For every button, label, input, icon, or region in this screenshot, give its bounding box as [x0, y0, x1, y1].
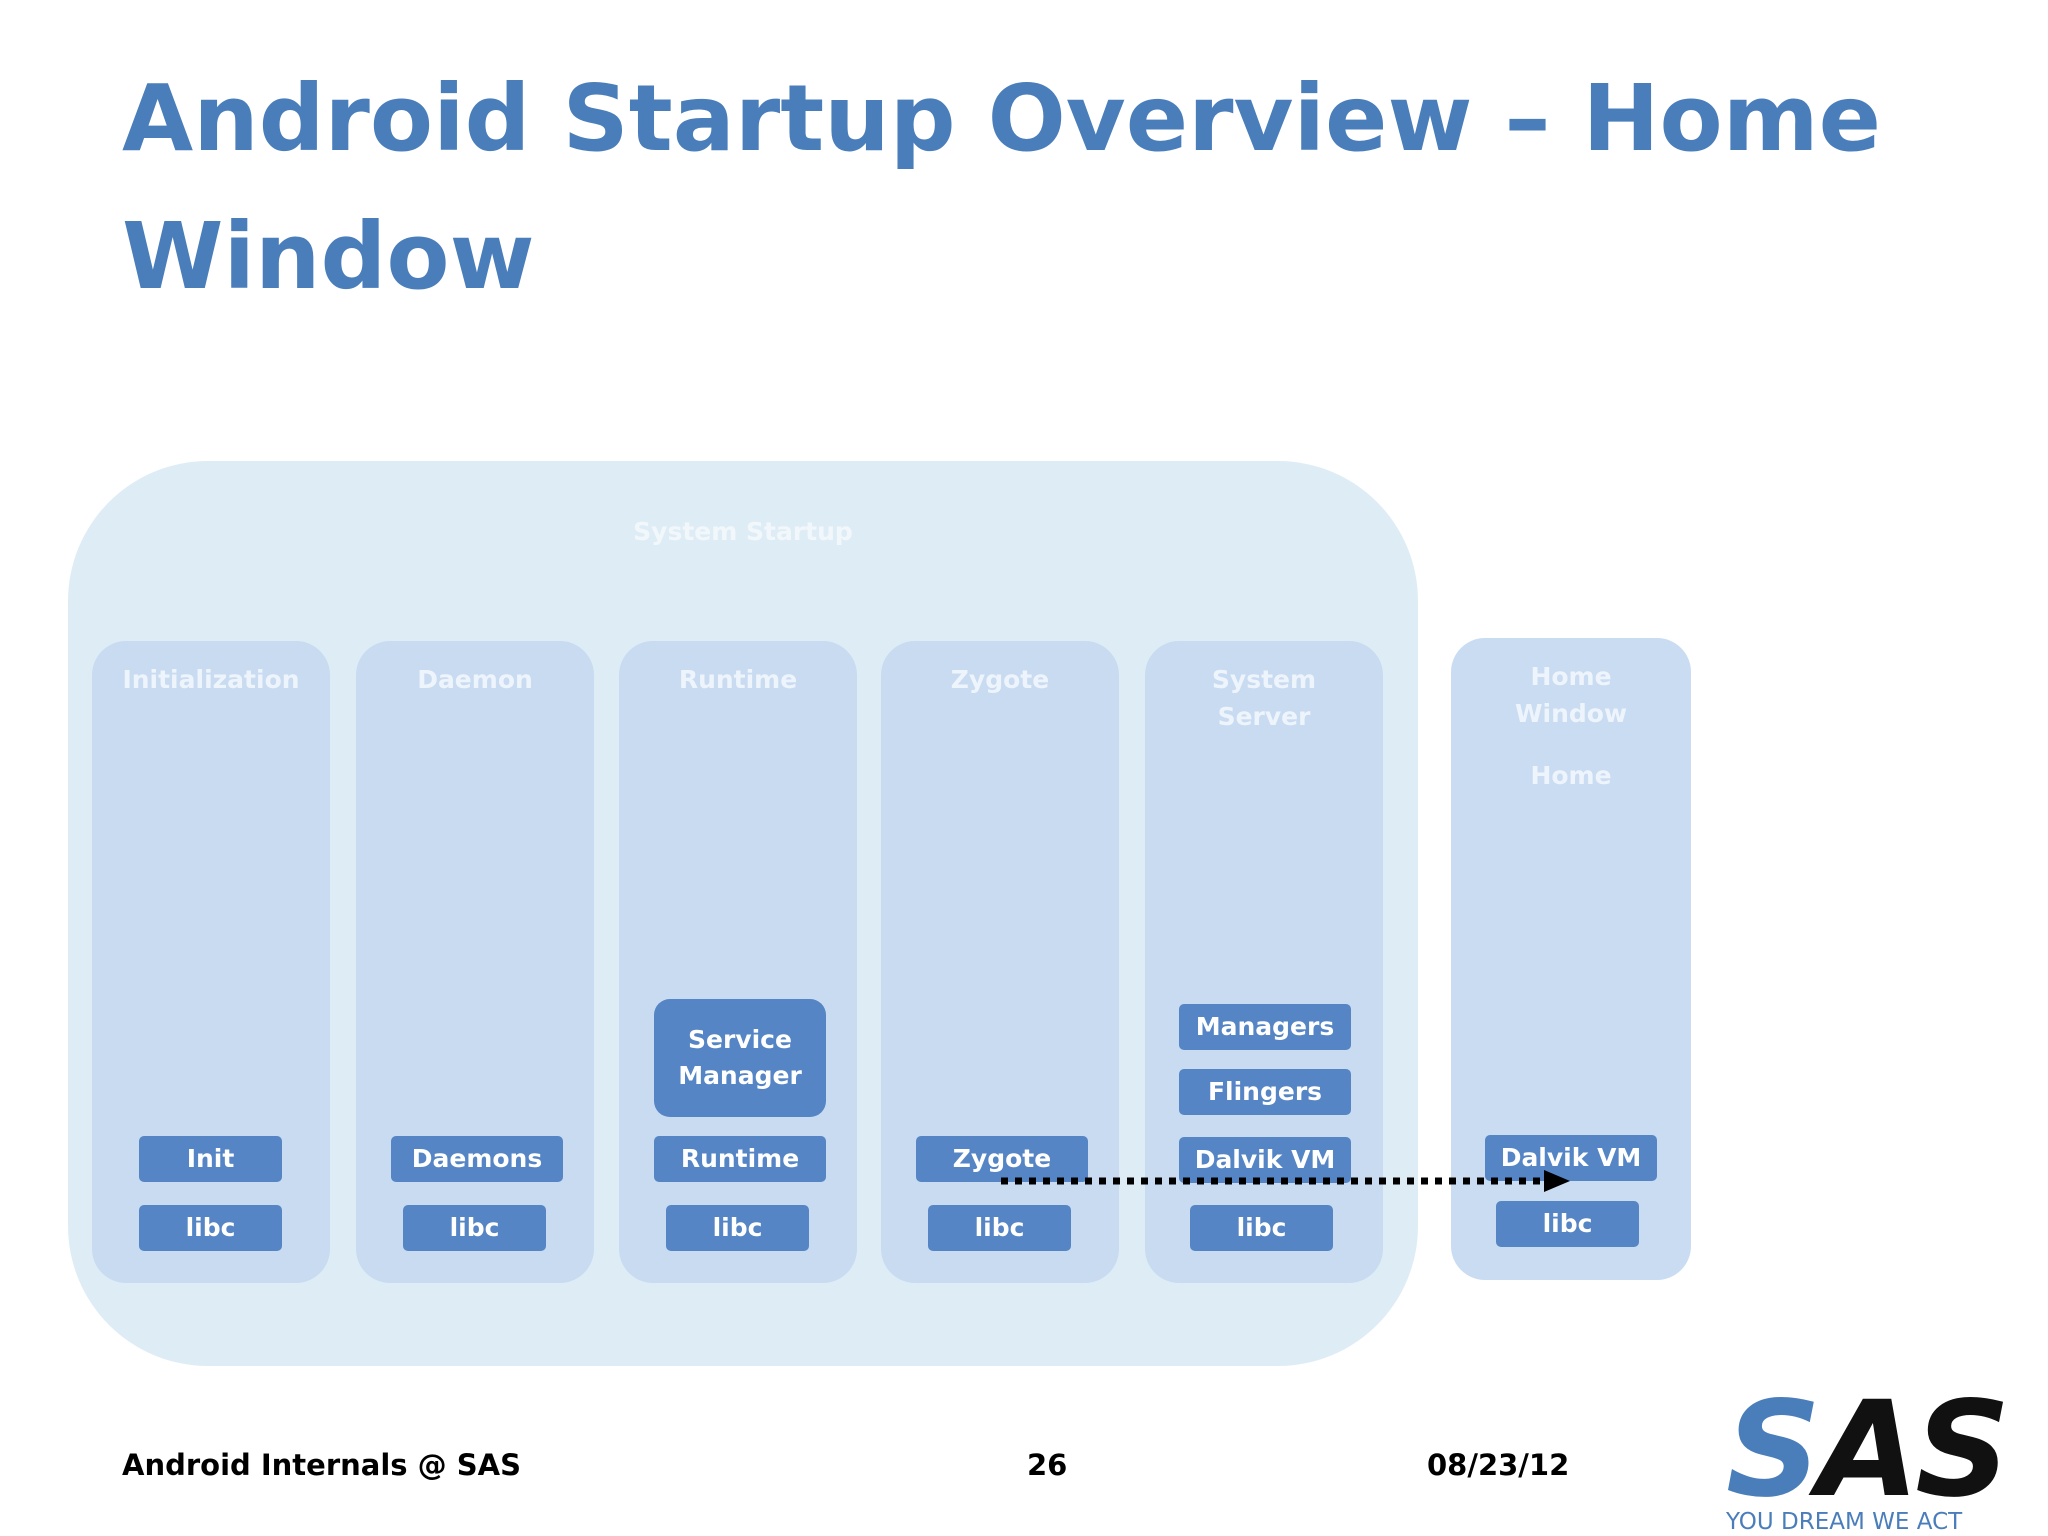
column-label: Zygote	[950, 665, 1050, 694]
libc-box: libc	[1190, 1205, 1333, 1251]
libc-box: libc	[403, 1205, 546, 1251]
runtime-box: Runtime	[654, 1136, 826, 1182]
managers-box: Managers	[1179, 1004, 1351, 1050]
column-zygote: Zygote Zygote libc	[881, 641, 1119, 1283]
footer-date: 08/23/12	[1427, 1448, 1570, 1482]
libc-box: libc	[139, 1205, 282, 1251]
column-label: Daemon	[417, 665, 533, 694]
column-home-window: Home Window Home Dalvik VM libc	[1451, 638, 1691, 1280]
home-label: Home	[1530, 761, 1612, 790]
dalvik-vm-box: Dalvik VM	[1179, 1137, 1351, 1183]
column-label: Runtime	[678, 665, 798, 694]
column-label: System Server	[1211, 665, 1317, 731]
libc-box: libc	[666, 1205, 809, 1251]
footer-title: Android Internals @ SAS	[122, 1448, 521, 1482]
daemons-box: Daemons	[391, 1136, 563, 1182]
service-manager-box: Service Manager	[654, 999, 826, 1117]
column-label: Initialization	[122, 665, 300, 694]
sas-logo: SAS YOU DREAM WE ACT	[1726, 1373, 2010, 1536]
system-startup-label: System Startup	[633, 517, 853, 546]
libc-box: libc	[1496, 1201, 1639, 1247]
flingers-box: Flingers	[1179, 1069, 1351, 1115]
logo-letters: SAS	[1726, 1373, 2010, 1527]
logo-tagline: YOU DREAM WE ACT	[1726, 1509, 1963, 1535]
column-label: Home Window	[1514, 662, 1628, 728]
column-initialization: Initialization Init libc	[92, 641, 330, 1283]
dalvik-vm-box: Dalvik VM	[1485, 1135, 1657, 1181]
slide-title: Android Startup Overview – Home Window	[122, 65, 1881, 310]
init-box: Init	[139, 1136, 282, 1182]
column-daemon: Daemon Daemons libc	[356, 641, 594, 1283]
zygote-box: Zygote	[916, 1136, 1088, 1182]
column-system-server: System Server Managers Flingers Dalvik V…	[1145, 641, 1383, 1283]
page-number: 26	[1027, 1448, 1068, 1482]
column-runtime: Runtime Service Manager Runtime libc	[619, 641, 857, 1283]
libc-box: libc	[928, 1205, 1071, 1251]
